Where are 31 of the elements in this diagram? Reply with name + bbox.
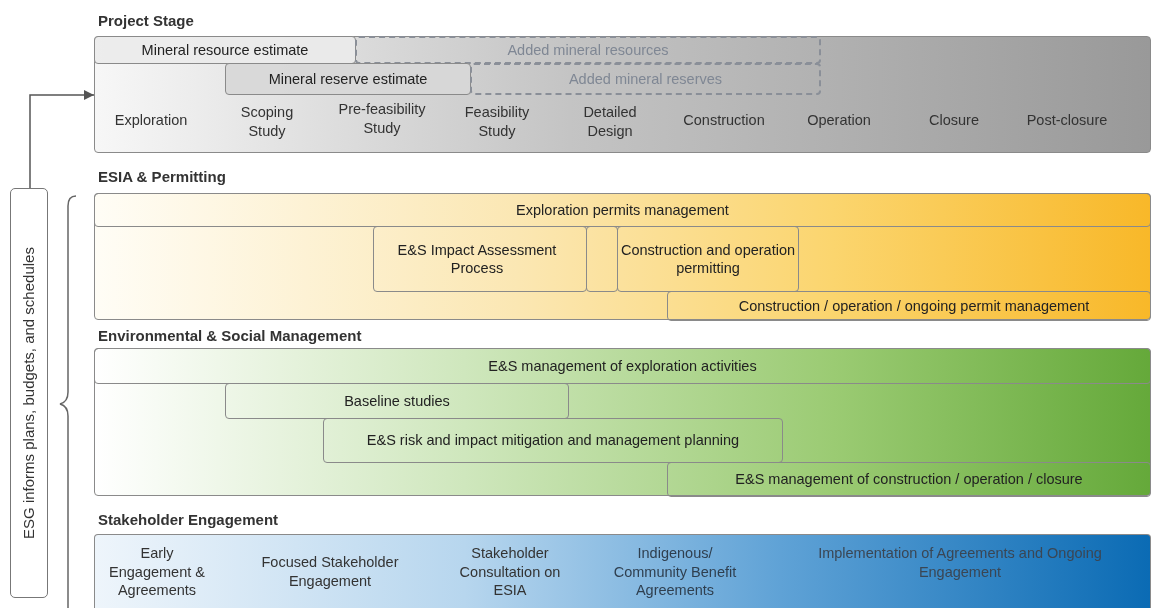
section-heading: Stakeholder Engagement — [98, 511, 279, 528]
activity-bar: E&S management of exploration activities — [94, 348, 1151, 384]
arrow — [29, 89, 95, 189]
engagement-label: Focused Stakeholder Engagement — [260, 553, 400, 591]
stage-label: Operation — [807, 110, 871, 130]
stage-label: Exploration — [114, 110, 188, 130]
section-heading: Environmental & Social Management — [98, 327, 362, 344]
stage-label: Closure — [929, 110, 979, 130]
stage-label: Feasibility Study — [463, 103, 531, 141]
engagement-label: Stakeholder Consultation on ESIA — [458, 543, 562, 601]
engagement-label: Implementation of Agreements and Ongoing Engagement — [817, 544, 1103, 582]
stage-label: Detailed Design — [582, 103, 638, 141]
stage-label: Post-closure — [1026, 110, 1108, 130]
engagement-label: Early Engagement & Agreements — [108, 543, 206, 601]
vertical-note-box — [10, 188, 48, 598]
reserve-bar: Mineral reserve estimate — [225, 63, 471, 95]
resource-bar: Mineral resource estimate — [94, 36, 356, 64]
stage-label: Construction — [683, 110, 765, 130]
stage-label: Pre-feasibility Study — [337, 100, 427, 138]
baseline-bar: Baseline studies — [225, 383, 569, 419]
overlap-box — [586, 226, 618, 292]
ongoing-permit-bar: Construction / operation / ongoing permit management — [667, 291, 1151, 321]
engagement-label: Indigenous/ Community Benefit Agreements — [612, 543, 738, 601]
permit-bar: Exploration permits management — [94, 193, 1151, 227]
planning-bar: E&S risk and impact mitigation and management planning — [323, 418, 783, 463]
section-heading: ESIA & Permitting — [98, 168, 226, 185]
added-reserve-bar: Added mineral reserves — [470, 63, 821, 95]
stage-label: Scoping Study — [239, 103, 295, 141]
operations-bar: E&S management of construction / operation / closure — [667, 462, 1151, 497]
rotated-label: ESG informs plans, budgets, and schedules — [18, 245, 38, 541]
section-heading: Project Stage — [98, 12, 194, 29]
